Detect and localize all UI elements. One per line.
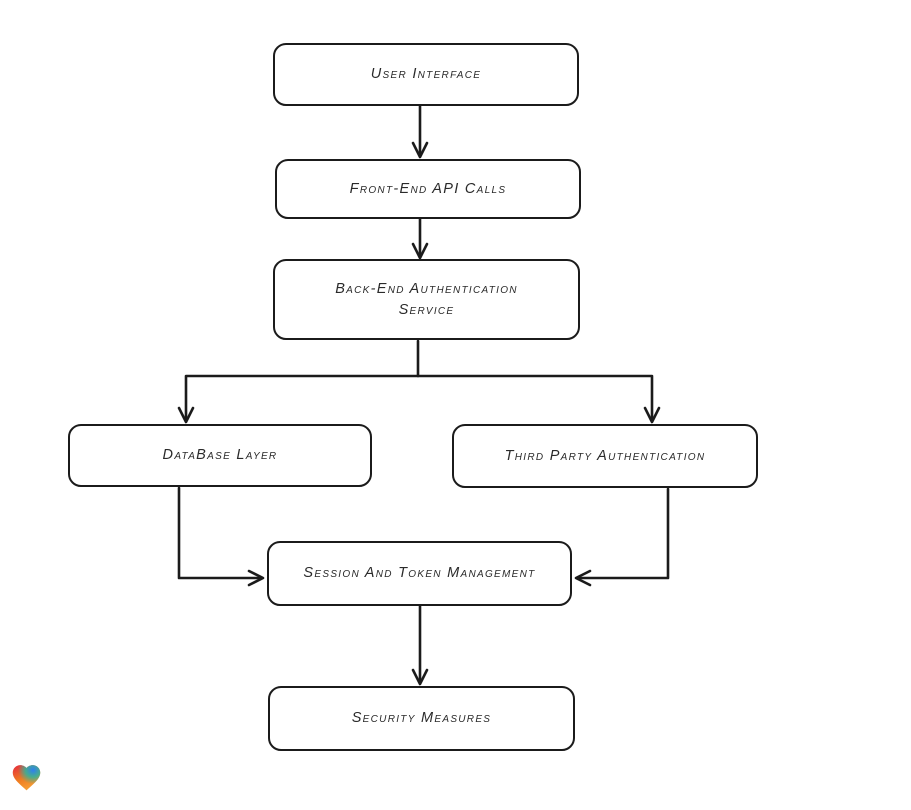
node-front-end-api-calls-label: Front-End API Calls bbox=[349, 180, 507, 197]
edge-front-end-api-calls-to-back-end-authentication-service bbox=[411, 217, 429, 260]
edge-session-and-token-management-to-security-measures bbox=[411, 604, 429, 686]
edge-back-end-authentication-service-to-database-layer bbox=[177, 339, 420, 424]
heart-icon bbox=[12, 765, 41, 791]
node-front-end-api-calls: Front-End API Calls bbox=[275, 159, 581, 219]
edge-third-party-authentication-to-session-and-token-management bbox=[574, 487, 670, 587]
node-back-end-authentication-service-label: Back-End Authentication Service bbox=[335, 280, 518, 318]
node-back-end-authentication-service: Back-End Authentication Service bbox=[273, 259, 580, 340]
edge-database-layer-to-session-and-token-management bbox=[177, 486, 265, 587]
edge-back-end-authentication-service-to-third-party-authentication bbox=[416, 374, 661, 424]
edge-user-interface-to-front-end-api-calls bbox=[411, 104, 429, 159]
node-session-and-token-management-label: Session And Token Management bbox=[303, 565, 536, 581]
node-third-party-authentication-label: Third Party Authentication bbox=[504, 447, 706, 464]
node-user-interface: User Interface bbox=[273, 43, 579, 106]
node-user-interface-label: User Interface bbox=[370, 66, 482, 82]
node-session-and-token-management: Session And Token Management bbox=[267, 541, 572, 606]
node-security-measures: Security Measures bbox=[268, 686, 575, 751]
node-third-party-authentication: Third Party Authentication bbox=[452, 424, 758, 488]
gradient-heart-logo[interactable] bbox=[10, 761, 43, 794]
node-database-layer: DataBase Layer bbox=[68, 424, 372, 487]
node-database-layer-label: DataBase Layer bbox=[162, 447, 278, 463]
node-security-measures-label: Security Measures bbox=[351, 710, 492, 726]
